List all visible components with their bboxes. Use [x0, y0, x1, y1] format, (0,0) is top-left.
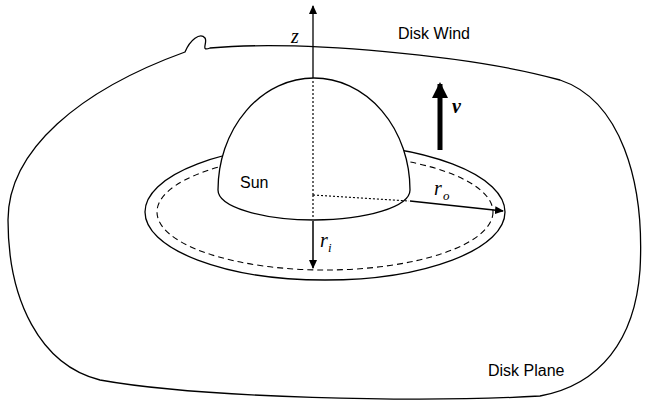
- sun-dome: Sun: [218, 76, 410, 222]
- radius-subscript: o: [443, 189, 450, 202]
- radius-subscript: i: [328, 241, 332, 254]
- ro-arrow: [410, 201, 503, 211]
- disk-plane-outline-path: [8, 36, 641, 399]
- z-axis-hidden: [312, 80, 313, 195]
- sun-dome-svg: [218, 76, 410, 222]
- radius-label: r: [434, 178, 442, 198]
- ro-hidden: [313, 195, 409, 201]
- dome-fill: [218, 78, 410, 220]
- wind-arrow: [438, 84, 443, 150]
- velocity-label: v: [452, 96, 461, 116]
- sun-dome-path: [218, 78, 410, 220]
- ri-hidden: [312, 195, 313, 219]
- axis-label: z: [291, 26, 299, 46]
- body-label: Sun: [240, 174, 268, 192]
- ri-arrow: [312, 221, 314, 268]
- region-label: Disk Plane: [488, 362, 564, 380]
- radius-label: r: [320, 230, 328, 250]
- wind-label: Disk Wind: [398, 26, 470, 42]
- z-axis: [312, 6, 313, 78]
